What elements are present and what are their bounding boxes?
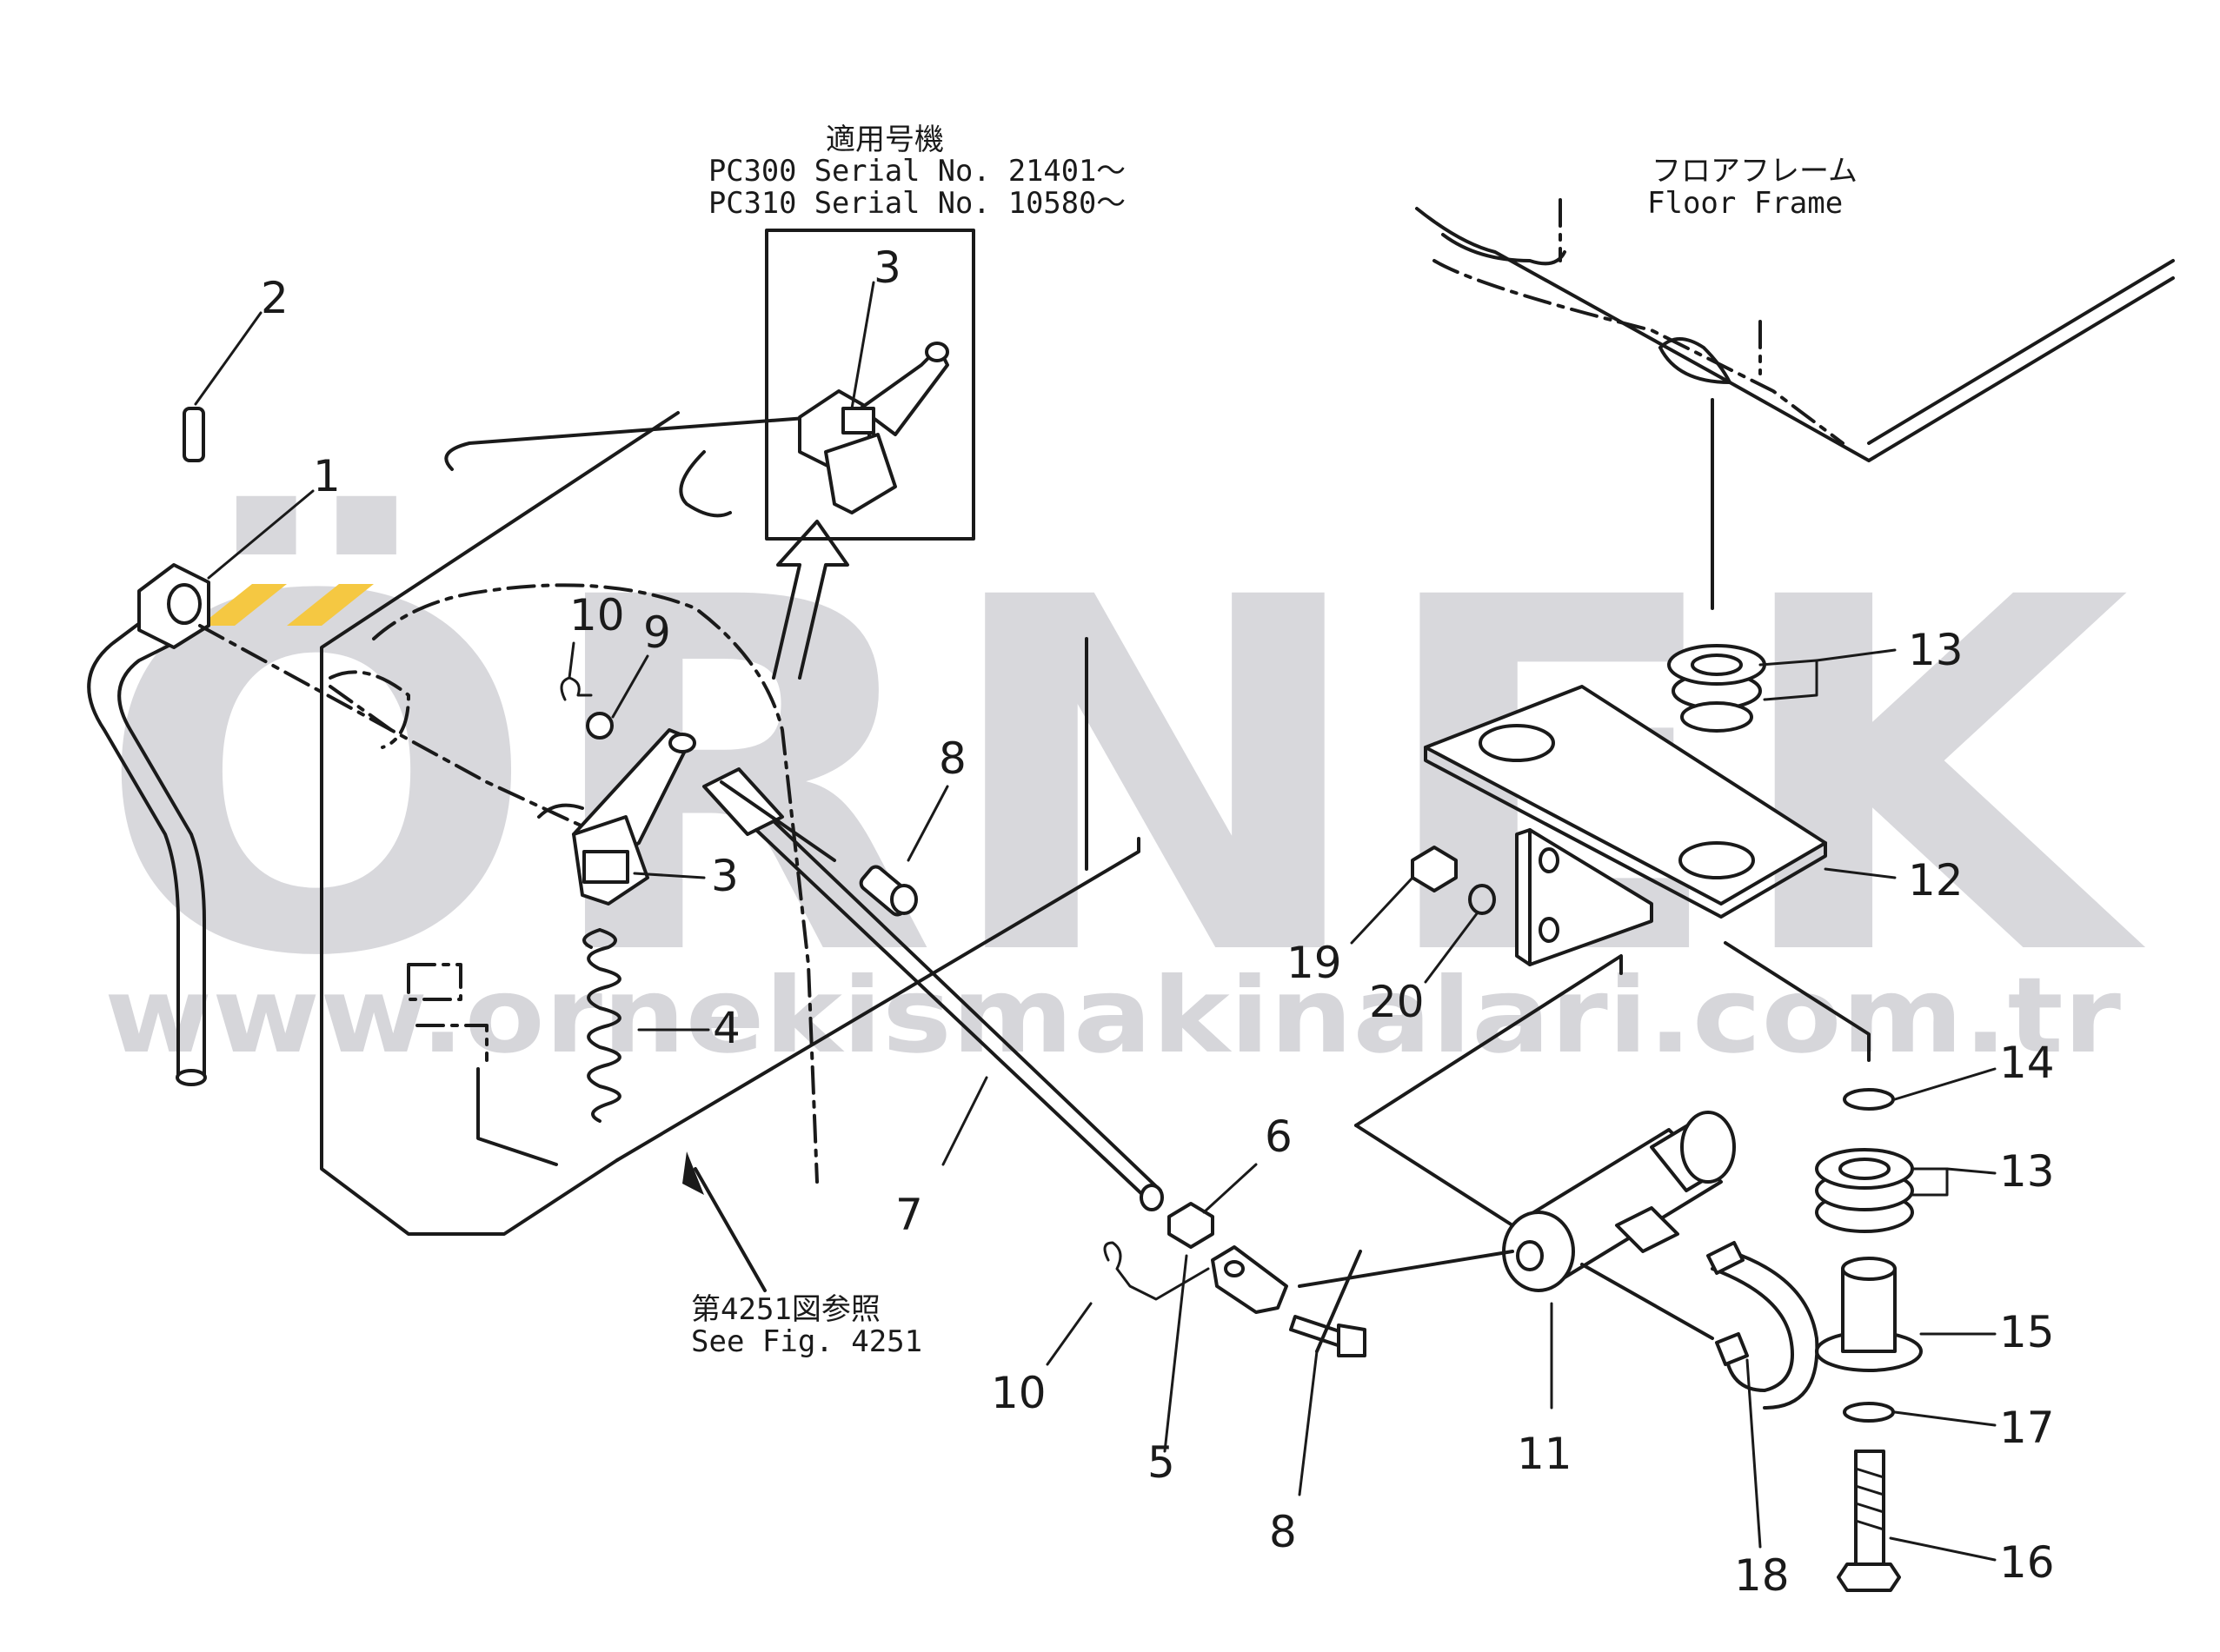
floor-frame [1415, 198, 2175, 610]
watermark-accent-mark [287, 584, 374, 626]
callout-3: 3 [711, 851, 739, 901]
callout-19: 19 [1286, 938, 1342, 988]
callout-12: 12 [1908, 855, 1964, 906]
callout-7: 7 [895, 1190, 923, 1240]
pin-part-2 [183, 407, 205, 462]
callout-5: 5 [1147, 1437, 1175, 1488]
leader-lines [194, 281, 1997, 1562]
see-fig-jp: 第4251図参照 [691, 1292, 881, 1327]
rubber-mount-upper [1667, 644, 1766, 733]
callout-numbers: 1 2 3 3 4 5 6 7 8 8 9 10 10 11 12 13 13 … [261, 242, 2055, 1601]
callout-8-top: 8 [939, 733, 967, 784]
floor-frame-jp: フロアフレーム [1652, 154, 1858, 189]
control-rod [702, 767, 1164, 1211]
damper-cylinder-11 [1502, 1111, 1736, 1292]
spring-part-4 [582, 928, 621, 1123]
guide-line [1354, 1124, 1514, 1227]
washer-20 [1468, 884, 1496, 915]
watermark-brand: ÖRNEK [96, 491, 2149, 1063]
frame-panel [320, 411, 1140, 1236]
callout-11: 11 [1517, 1429, 1572, 1479]
see-fig-en: See Fig. 4251 [691, 1324, 922, 1359]
lever-arm-assembly [537, 728, 696, 906]
callout-13-upper: 13 [1908, 625, 1964, 675]
watermark-accent-mark [200, 584, 287, 626]
clevis-assembly-bottom [1103, 1202, 1514, 1357]
collar-15 [1815, 1257, 1923, 1372]
serial-title: 適用号機 [826, 123, 944, 157]
callout-10-top: 10 [569, 590, 625, 640]
serial-line-1: PC300 Serial No. 21401～ [708, 154, 1126, 189]
bracket-plate-12 [1424, 685, 1871, 1062]
callout-17: 17 [1999, 1403, 2055, 1453]
callout-16: 16 [1999, 1537, 2055, 1588]
rubber-mount-lower [1815, 1148, 1914, 1233]
callout-2: 2 [261, 273, 289, 323]
floor-frame-en: Floor Frame [1647, 186, 1843, 221]
inset-box [765, 229, 975, 541]
callout-13-lower: 13 [1999, 1146, 2055, 1197]
callout-15: 15 [1999, 1307, 2055, 1357]
callout-1: 1 [313, 451, 341, 501]
watermark: ÖRNEK www.ornekismakinalari.com.tr [96, 491, 2149, 1077]
callout-3-inset: 3 [874, 242, 901, 293]
guide-line [1354, 954, 1623, 1127]
callout-4: 4 [713, 1003, 741, 1053]
notes: 適用号機 PC300 Serial No. 21401～ PC310 Seria… [691, 123, 1858, 1359]
o-ring-14 [1843, 1088, 1895, 1111]
lever-handle [87, 407, 602, 1086]
washer-17 [1843, 1402, 1895, 1423]
watermark-url: www.ornekismakinalari.com.tr [104, 956, 2121, 1077]
callout-8-bottom: 8 [1269, 1507, 1297, 1557]
bolt-16 [1837, 1450, 1901, 1592]
see-fig-arrowhead [682, 1151, 704, 1195]
callout-14: 14 [1999, 1038, 2055, 1088]
callout-6: 6 [1265, 1111, 1293, 1162]
serial-line-2: PC310 Serial No. 10580～ [708, 186, 1126, 221]
hose-18 [1580, 1241, 1819, 1410]
callout-18: 18 [1734, 1550, 1790, 1601]
callout-20: 20 [1369, 977, 1425, 1027]
callout-10-bottom: 10 [991, 1368, 1047, 1418]
see-fig-arrow [694, 1167, 767, 1292]
callout-9: 9 [643, 607, 671, 658]
serial-inset [765, 229, 975, 680]
